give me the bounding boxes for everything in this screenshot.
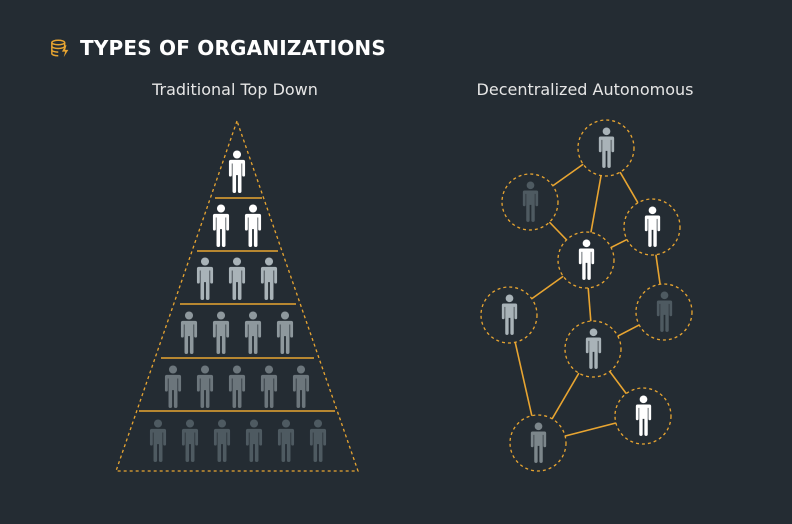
- person-icon: [260, 257, 278, 300]
- person-icon: [196, 365, 214, 408]
- person-icon: [309, 419, 327, 462]
- person-icon: [277, 419, 295, 462]
- level-5: [164, 365, 310, 408]
- network-node: [577, 119, 635, 177]
- person-icon: [228, 150, 246, 193]
- person-icon: [164, 365, 182, 408]
- person-icon: [260, 365, 278, 408]
- person-icon: [244, 204, 262, 247]
- level-3: [196, 257, 278, 300]
- person-icon: [245, 419, 263, 462]
- traditional-title: Traditional Top Down: [152, 80, 318, 99]
- person-icon: [196, 257, 214, 300]
- person-icon: [292, 365, 310, 408]
- person-icon: [276, 311, 294, 354]
- person-icon: [244, 311, 262, 354]
- network-node: [564, 320, 622, 378]
- person-icon: [212, 311, 230, 354]
- decentralized-title: Decentralized Autonomous: [476, 80, 694, 99]
- person-icon: [228, 365, 246, 408]
- person-icon: [180, 311, 198, 354]
- network-node: [509, 414, 567, 472]
- network-node: [480, 286, 538, 344]
- network-node: [614, 387, 672, 445]
- person-icon: [213, 419, 231, 462]
- decentralized-network: [480, 119, 693, 472]
- level-6: [149, 419, 327, 462]
- person-icon: [228, 257, 246, 300]
- pyramid-dividers: [139, 197, 335, 412]
- person-icon: [181, 419, 199, 462]
- level-2: [212, 204, 262, 247]
- hierarchy-pyramid: [115, 119, 359, 472]
- person-icon: [149, 419, 167, 462]
- network-node: [623, 198, 681, 256]
- network-node: [557, 231, 615, 289]
- level-4: [180, 311, 294, 354]
- network-node: [635, 283, 693, 341]
- header: TYPES OF ORGANIZATIONS: [50, 36, 386, 60]
- coin-stack-lightning-icon: [51, 39, 69, 58]
- page-title: TYPES OF ORGANIZATIONS: [80, 36, 386, 60]
- network-node: [501, 173, 559, 231]
- level-1: [228, 150, 246, 193]
- person-icon: [212, 204, 230, 247]
